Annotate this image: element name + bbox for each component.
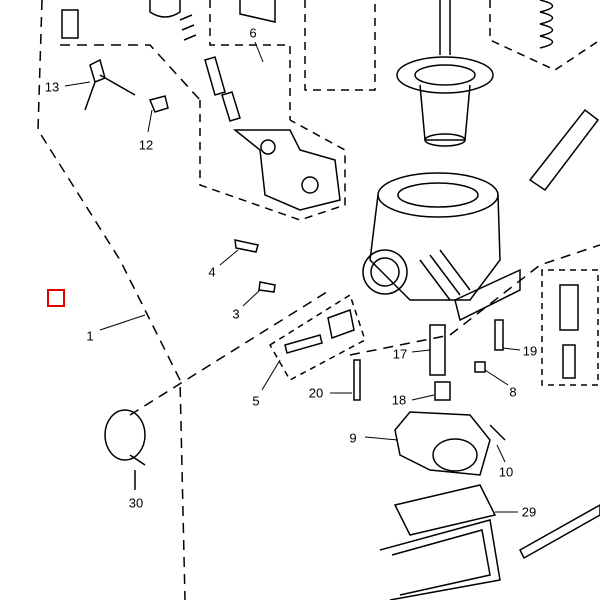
part-label-4[interactable]: 4	[208, 264, 216, 280]
carburetor-body	[362, 172, 521, 322]
part-label-9[interactable]: 9	[349, 430, 357, 446]
vacuum-chamber	[396, 0, 494, 147]
needle	[528, 108, 600, 192]
bracket-assembly	[232, 129, 341, 211]
spring	[539, 0, 554, 49]
selection-marker[interactable]	[47, 289, 65, 307]
clamp-30	[104, 409, 146, 466]
part-label-8[interactable]: 8	[509, 384, 517, 400]
part-label-10[interactable]: 10	[498, 464, 514, 480]
float-bowl	[379, 484, 501, 600]
part-label-5[interactable]: 5	[252, 393, 260, 409]
subassembly-outline	[199, 100, 346, 221]
part-label-12[interactable]: 12	[138, 137, 154, 153]
part-label-19[interactable]: 19	[522, 343, 538, 359]
part-label-29[interactable]: 29	[521, 504, 537, 520]
part-label-17[interactable]: 17	[392, 346, 408, 362]
part-label-1[interactable]: 1	[86, 328, 94, 344]
part-label-20[interactable]: 20	[308, 385, 324, 401]
part-label-18[interactable]: 18	[391, 392, 407, 408]
part-5-outline	[268, 293, 366, 382]
part-label-6[interactable]: 6	[249, 25, 257, 41]
part-label-30[interactable]: 30	[128, 495, 144, 511]
assembly-outline-left	[37, 0, 186, 600]
part-label-13[interactable]: 13	[44, 79, 60, 95]
float-part-9	[394, 411, 491, 476]
assembly-outline-top	[60, 44, 201, 101]
part-label-3[interactable]: 3	[232, 306, 240, 322]
part-19-outline	[541, 269, 599, 386]
